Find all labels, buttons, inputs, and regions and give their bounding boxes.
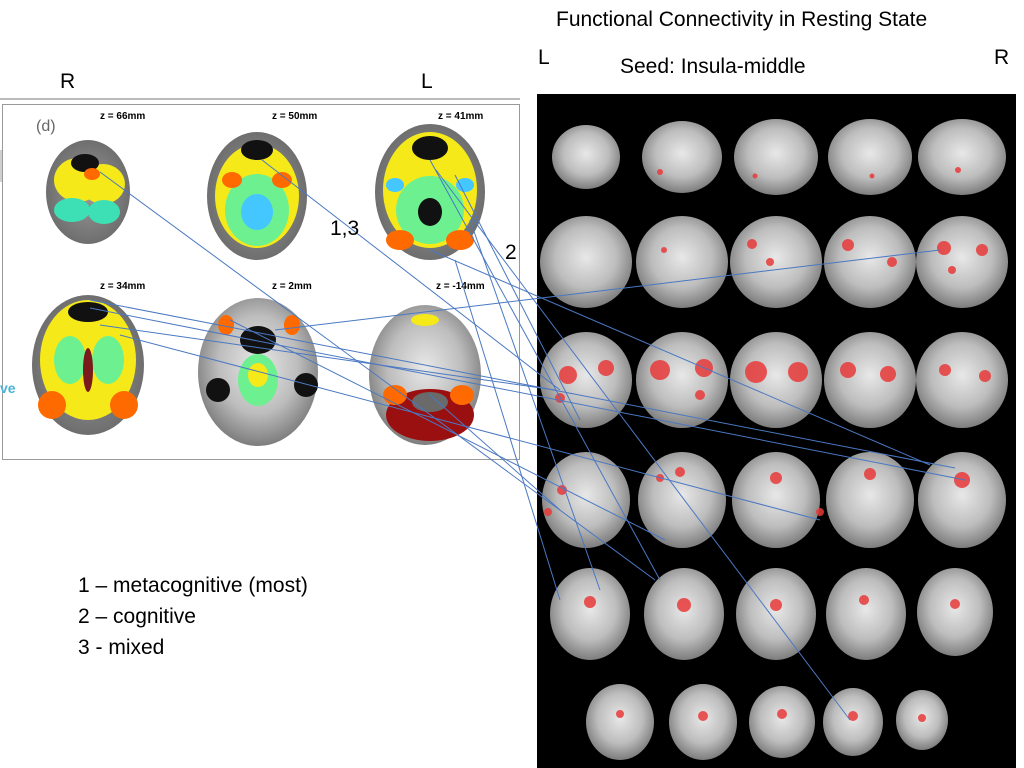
- right-row-1: [552, 119, 1006, 195]
- left-slice-6: [369, 305, 481, 445]
- slice-z-label: z = -14mm: [436, 281, 485, 292]
- left-slice-2: [207, 132, 307, 260]
- side-text: ve: [0, 380, 16, 396]
- left-panel-orient-left: L: [421, 70, 433, 93]
- slice-z-label: z = 34mm: [100, 281, 146, 292]
- legend-item: 2 – cognitive: [78, 605, 196, 628]
- panel-label: (d): [36, 118, 56, 135]
- slice-z-label: z = 2mm: [272, 281, 312, 292]
- right-panel-left-label: L: [538, 46, 550, 69]
- left-slice-3: [375, 124, 485, 260]
- left-panel-orient-right: R: [60, 70, 76, 93]
- annotation-2: 2: [505, 241, 517, 264]
- connection-lines: [89, 159, 966, 721]
- right-row-5: [550, 568, 993, 660]
- seed-label: Seed: Insula-middle: [620, 55, 806, 78]
- right-panel-right-label: R: [994, 46, 1010, 69]
- right-row-6: [586, 684, 948, 760]
- legend-item: 1 – metacognitive (most): [78, 574, 308, 597]
- slice-z-label: z = 66mm: [100, 111, 146, 122]
- left-slice-4: [32, 295, 144, 435]
- left-slice-5: [198, 298, 318, 446]
- annotation-1-3: 1,3: [330, 217, 360, 240]
- right-row-4: [542, 452, 1006, 548]
- slice-z-label: z = 50mm: [272, 111, 318, 122]
- legend: 1 – metacognitive (most) 2 – cognitive 3…: [78, 570, 308, 663]
- legend-item: 3 - mixed: [78, 636, 165, 659]
- panel-top-strip: [0, 98, 520, 106]
- slice-z-label: z = 41mm: [438, 111, 484, 122]
- right-row-3: [540, 332, 1008, 428]
- figure-title: Functional Connectivity in Resting State: [556, 8, 928, 31]
- right-row-2: [540, 216, 1008, 308]
- left-slice-1: [46, 140, 130, 244]
